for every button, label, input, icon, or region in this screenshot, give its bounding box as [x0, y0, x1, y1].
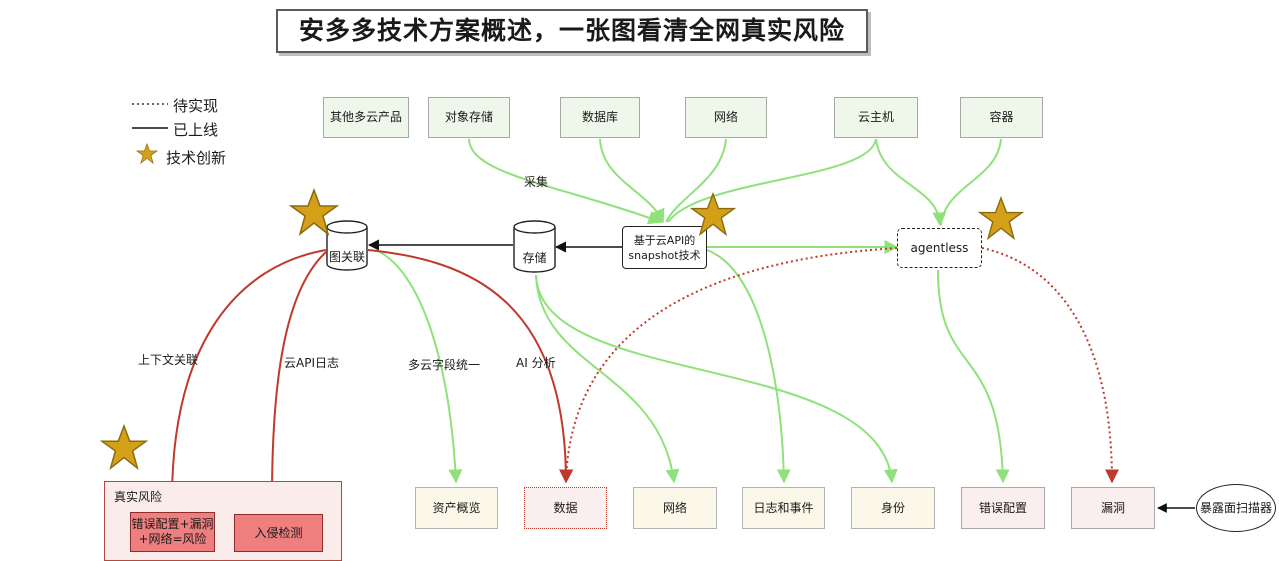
output-vulnerability[interactable]: 漏洞: [1071, 487, 1155, 529]
legend-innovation: 技术创新: [166, 149, 227, 167]
storage-node[interactable]: 存储: [513, 220, 556, 273]
output-data[interactable]: 数据: [524, 487, 607, 529]
multi-cloud-fields-label: 多云字段统一: [408, 358, 481, 372]
legend-pending: 待实现: [173, 97, 219, 115]
intrusion-detection[interactable]: 入侵检测: [234, 514, 323, 552]
output-network[interactable]: 网络: [633, 487, 717, 529]
collect-edges: [468, 138, 1002, 227]
database-icon: [326, 220, 368, 271]
graph-label: 图关联: [328, 250, 365, 264]
source-container[interactable]: 容器: [960, 97, 1043, 138]
risk-formula[interactable]: 错误配置+漏洞 +网络=风险: [130, 512, 215, 552]
agentless-node[interactable]: agentless: [897, 228, 982, 268]
output-identity[interactable]: 身份: [851, 487, 935, 529]
graph-star-icon: [289, 188, 339, 237]
snapshot-node[interactable]: 基于云API的 snapshot技术: [622, 226, 707, 269]
output-asset-overview[interactable]: 资产概览: [415, 487, 498, 529]
risk-star-icon: [100, 424, 148, 471]
source-database[interactable]: 数据库: [560, 97, 640, 138]
graph-node[interactable]: 图关联: [326, 220, 368, 271]
source-other-cloud[interactable]: 其他多云产品: [323, 97, 409, 138]
output-misconfig[interactable]: 错误配置: [961, 487, 1045, 529]
database-icon: [513, 220, 556, 273]
risk-header: 真实风险: [114, 490, 163, 504]
risk-panel: 真实风险 错误配置+漏洞 +网络=风险 入侵检测: [104, 481, 342, 561]
graph-risk-edges: [165, 249, 573, 502]
agentless-star-icon: [978, 196, 1024, 241]
source-object-storage[interactable]: 对象存储: [428, 97, 510, 138]
snapshot-star-icon: [690, 192, 736, 237]
scanner-node[interactable]: 暴露面扫描器: [1196, 484, 1276, 532]
diagram-connectors: [132, 103, 1195, 513]
ai-analysis-label: AI 分析: [516, 356, 556, 370]
legend-online: 已上线: [173, 121, 219, 139]
pending-edges: [559, 247, 1119, 484]
cloud-api-log-label: 云API日志: [284, 356, 339, 370]
page-title: 安多多技术方案概述，一张图看清全网真实风险: [276, 9, 868, 53]
output-edges: [375, 249, 1010, 484]
source-network[interactable]: 网络: [685, 97, 767, 138]
storage-label: 存储: [522, 251, 547, 265]
context-label: 上下文关联: [138, 353, 199, 367]
source-cloud-host[interactable]: 云主机: [834, 97, 918, 138]
legend-star-icon: [136, 143, 158, 165]
collect-label: 采集: [524, 175, 549, 189]
output-logs-events[interactable]: 日志和事件: [742, 487, 825, 529]
